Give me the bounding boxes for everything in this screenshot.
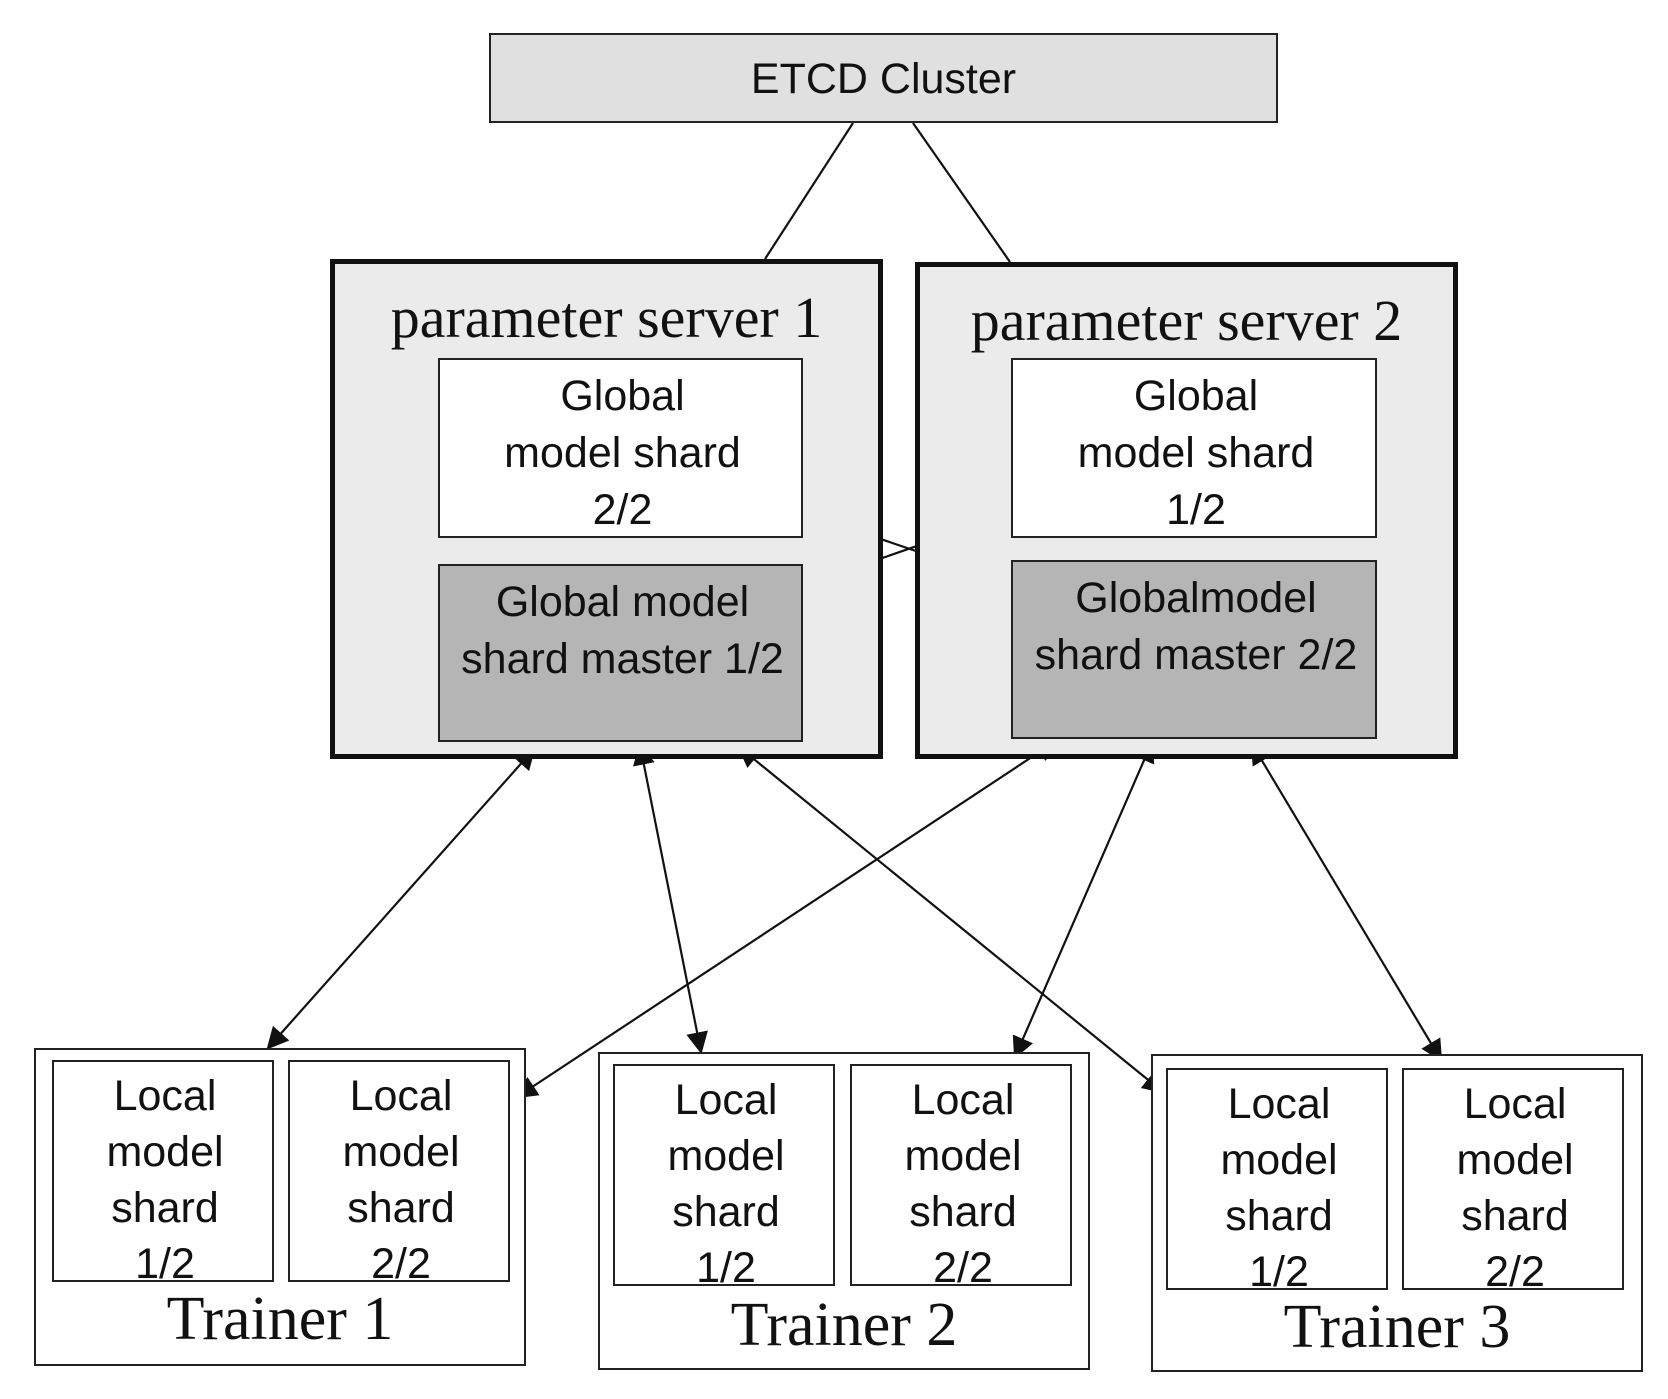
- trainer-2-local-shard-1-label: Local model shard 1/2: [667, 1076, 785, 1292]
- trainer-1-local-shard-2: Local model shard 2/2: [288, 1060, 510, 1288]
- trainer-1-local-shard-2-label: Local model shard 2/2: [342, 1072, 460, 1288]
- trainer-2-local-shard-1: Local model shard 1/2: [613, 1064, 835, 1292]
- arrow-master1-trainer2-shard1: [633, 742, 708, 1055]
- global-model-shard-2-of-2: Global model shard 2/2: [438, 358, 803, 538]
- arrow-master2-trainer2-shard2: [1012, 739, 1155, 1060]
- etcd-cluster-label: ETCD Cluster: [750, 55, 1017, 103]
- trainer-1-label: Trainer 1: [166, 1285, 394, 1353]
- parameter-server-2-title: parameter server 2: [970, 288, 1403, 353]
- global-model-shard-2-of-2-label: Global model shard 2/2: [504, 372, 741, 534]
- trainer-3-label: Trainer 3: [1283, 1293, 1511, 1361]
- trainer-3-local-shard-2: Local model shard 2/2: [1402, 1068, 1624, 1296]
- trainer-3-local-shard-1: Local model shard 1/2: [1166, 1068, 1388, 1296]
- arrow-master1-trainer3-shard1: [737, 745, 1165, 1094]
- trainer-2-local-shard-2-label: Local model shard 2/2: [904, 1076, 1022, 1292]
- etcd-link-server-2: [912, 122, 1011, 263]
- global-model-shard-master-2-of-2-label: Globalmodel shard master 2/2: [1034, 574, 1358, 679]
- trainer-2-local-shard-2: Local model shard 2/2: [850, 1064, 1072, 1292]
- trainer-2-label: Trainer 2: [730, 1291, 958, 1359]
- etcd-cluster-box: ETCD Cluster: [489, 33, 1278, 123]
- trainer-3-local-shard-2-label: Local model shard 2/2: [1456, 1080, 1574, 1296]
- etcd-link-server-1: [764, 122, 854, 260]
- global-model-shard-master-2-of-2: Globalmodel shard master 2/2: [1011, 560, 1377, 739]
- global-model-shard-master-1-of-2: Global model shard master 1/2: [438, 564, 803, 742]
- global-model-shard-master-1-of-2-label: Global model shard master 1/2: [461, 578, 784, 683]
- global-model-shard-1-of-2-label: Global model shard 1/2: [1077, 372, 1315, 534]
- parameter-server-1-title: parameter server 1: [390, 285, 823, 350]
- arrow-master2-trainer3-shard2: [1250, 742, 1443, 1062]
- arrow-master1-trainer1-shard1: [266, 747, 536, 1050]
- trainer-1-local-shard-1: Local model shard 1/2: [52, 1060, 274, 1288]
- trainer-3-local-shard-1-label: Local model shard 1/2: [1220, 1080, 1338, 1296]
- trainer-1-local-shard-1-label: Local model shard 1/2: [106, 1072, 224, 1288]
- global-model-shard-1-of-2: Global model shard 1/2: [1011, 358, 1377, 538]
- arrow-master2-trainer1-shard2: [515, 739, 1058, 1099]
